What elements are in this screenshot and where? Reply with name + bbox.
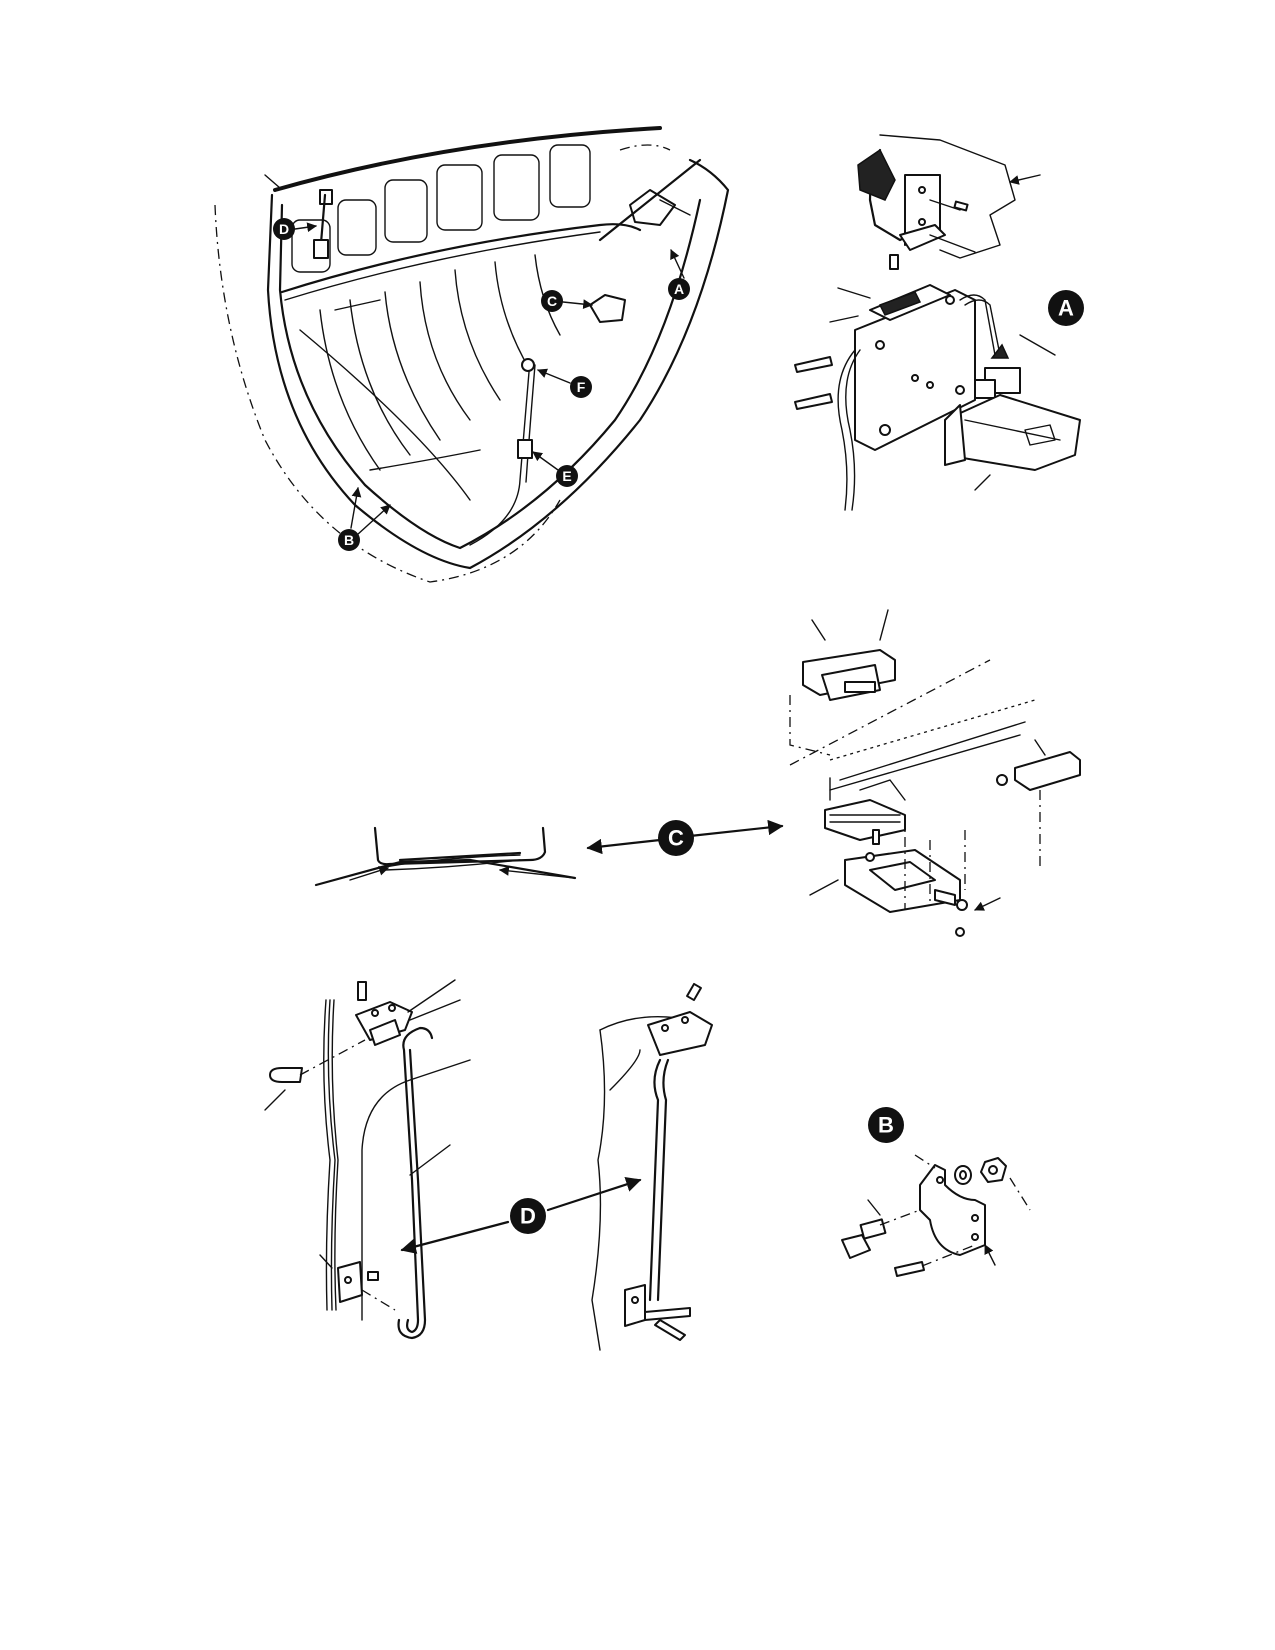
main-panel-view: A C D F E B bbox=[214, 126, 730, 583]
roller-f-small bbox=[521, 358, 535, 372]
svg-text:C: C bbox=[668, 826, 684, 851]
callout-c-small: C bbox=[541, 290, 593, 312]
detail-c-view: C bbox=[314, 609, 1081, 937]
hinge-d-small bbox=[313, 189, 333, 259]
detail-c-section bbox=[314, 826, 577, 887]
svg-text:B: B bbox=[878, 1113, 894, 1138]
latch-detail-a-small bbox=[598, 158, 702, 242]
callout-a-large: A bbox=[1048, 290, 1084, 326]
svg-text:F: F bbox=[577, 379, 586, 395]
clip-e-small bbox=[517, 439, 533, 459]
callout-f-small: F bbox=[537, 368, 592, 398]
callout-e-small: E bbox=[532, 451, 578, 487]
callout-c-large: C bbox=[658, 820, 694, 856]
svg-text:E: E bbox=[562, 468, 571, 484]
svg-text:A: A bbox=[1058, 296, 1074, 321]
callout-b-small: B bbox=[338, 487, 391, 551]
svg-text:B: B bbox=[344, 532, 354, 548]
detail-a-view: A bbox=[794, 134, 1084, 511]
callout-a-small: A bbox=[668, 249, 690, 300]
svg-text:D: D bbox=[279, 221, 289, 237]
callout-b-large: B bbox=[868, 1107, 904, 1143]
svg-text:A: A bbox=[674, 281, 684, 297]
detail-c-exploded bbox=[789, 609, 1081, 937]
svg-text:D: D bbox=[520, 1204, 536, 1229]
callout-d-large: D bbox=[510, 1198, 546, 1234]
detail-d-view: D bbox=[264, 979, 713, 1351]
detail-d-right bbox=[591, 982, 713, 1351]
detail-b-view: B bbox=[841, 1107, 1031, 1277]
svg-text:C: C bbox=[547, 293, 557, 309]
guide-c-small bbox=[589, 294, 626, 323]
callout-d-small: D bbox=[273, 218, 317, 240]
detail-d-left bbox=[264, 979, 471, 1340]
